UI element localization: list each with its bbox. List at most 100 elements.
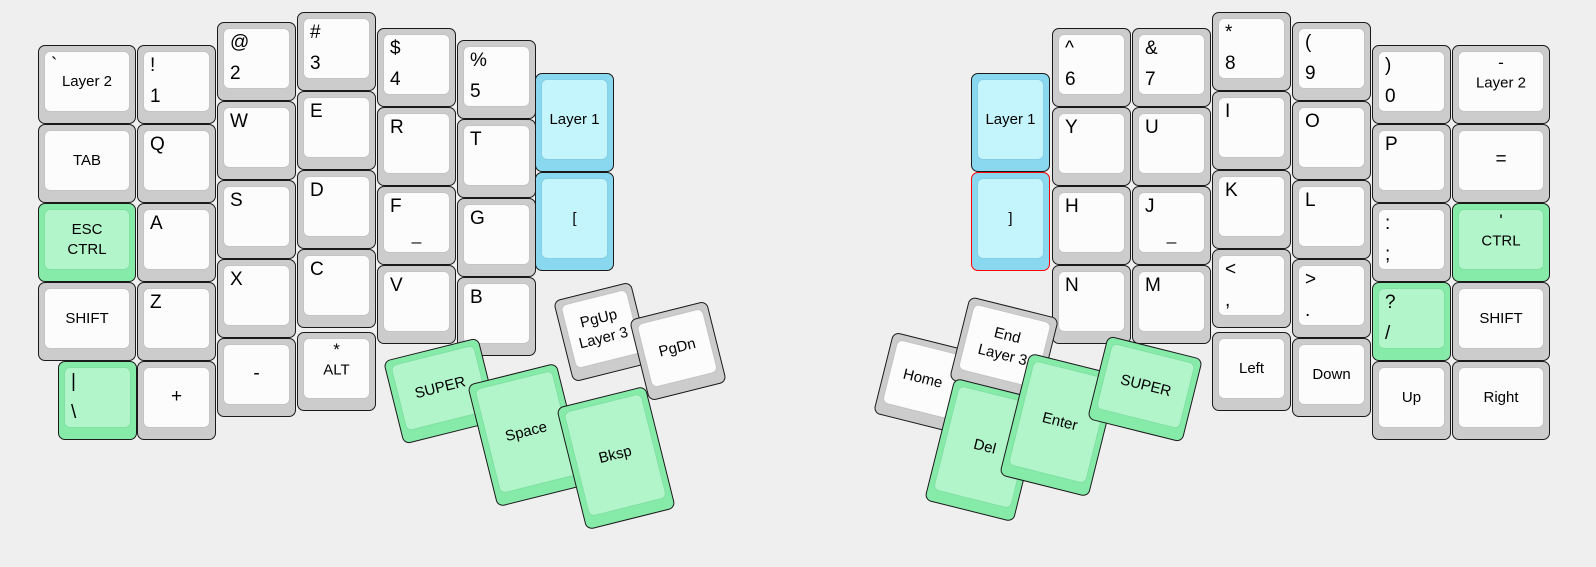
key-asterisk-alt[interactable]: *ALT	[297, 332, 376, 411]
key-5-percent[interactable]: %5	[457, 40, 536, 119]
key-2-at[interactable]: @2	[217, 22, 296, 101]
key-r[interactable]: R	[377, 107, 456, 186]
key-legend-bottom: 3	[310, 53, 321, 75]
key-4-dollar[interactable]: $4	[377, 28, 456, 107]
key-grave-layer2[interactable]: `Layer 2	[38, 45, 136, 124]
key-right[interactable]: Right	[1452, 361, 1550, 440]
keycap-surface: F_	[384, 193, 449, 252]
key-m[interactable]: M	[1132, 265, 1211, 344]
keycap-surface: |\	[65, 368, 130, 427]
key-shift-right[interactable]: SHIFT	[1452, 282, 1550, 361]
key-legend-top: >	[1305, 269, 1317, 290]
keycap-surface: Up	[1379, 368, 1444, 427]
key-a[interactable]: A	[137, 203, 216, 282]
keycap-surface: I	[1219, 98, 1284, 157]
key-f[interactable]: F_	[377, 186, 456, 265]
keycap-surface: Left	[1219, 339, 1284, 398]
keycap-surface: W	[224, 108, 289, 167]
key-q[interactable]: Q	[137, 124, 216, 203]
key-period-greater[interactable]: >.	[1292, 259, 1371, 338]
key-legend-top: L	[1305, 190, 1316, 211]
key-left[interactable]: Left	[1212, 332, 1291, 411]
key-g[interactable]: G	[457, 198, 536, 277]
key-legend-bottom: ,	[1225, 290, 1231, 312]
keycap-surface: )0	[1379, 52, 1444, 111]
key-v[interactable]: V	[377, 265, 456, 344]
key-0-paren[interactable]: )0	[1372, 45, 1451, 124]
key-equals[interactable]: =	[1452, 124, 1550, 203]
key-8-asterisk[interactable]: *8	[1212, 12, 1291, 91]
key-layer1-right[interactable]: Layer 1	[971, 73, 1050, 172]
key-k[interactable]: K	[1212, 170, 1291, 249]
key-comma-less[interactable]: <,	[1212, 249, 1291, 328]
key-7-ampersand[interactable]: &7	[1132, 28, 1211, 107]
key-legend-top: G	[470, 208, 485, 229]
key-legend-top: E	[310, 101, 323, 122]
key-tab[interactable]: TAB	[38, 124, 136, 203]
key-legend-center: Bksp	[596, 442, 634, 468]
key-3-hash[interactable]: #3	[297, 12, 376, 91]
key-legend-bottom: 0	[1385, 86, 1396, 108]
key-legend-center: Down	[1312, 365, 1351, 383]
key-legend-top: )	[1385, 55, 1392, 76]
keycap-surface: ESC CTRL	[45, 210, 129, 269]
key-minus-layer2[interactable]: -Layer 2	[1452, 45, 1550, 124]
key-legend-top: C	[310, 259, 324, 280]
key-legend-top: :	[1385, 213, 1391, 234]
key-legend-center: Layer 1	[549, 110, 600, 128]
key-o[interactable]: O	[1292, 101, 1371, 180]
key-down[interactable]: Down	[1292, 338, 1371, 417]
key-legend-center: Left	[1238, 359, 1265, 377]
key-t[interactable]: T	[457, 119, 536, 198]
keycap-surface: %5	[464, 47, 529, 106]
key-layer1-left[interactable]: Layer 1	[535, 73, 614, 172]
key-esc-ctrl[interactable]: ESC CTRL	[38, 203, 136, 282]
keycap-surface: P	[1379, 131, 1444, 190]
key-plus[interactable]: +	[137, 361, 216, 440]
keycap-surface: <,	[1219, 256, 1284, 315]
key-legend-top: !	[150, 55, 156, 76]
key-pipe-backslash[interactable]: |\	[58, 361, 137, 440]
keycap-surface: Down	[1299, 345, 1364, 404]
key-l[interactable]: L	[1292, 180, 1371, 259]
key-j[interactable]: J_	[1132, 186, 1211, 265]
key-legend-bottom: .	[1305, 300, 1311, 322]
key-9-paren[interactable]: (9	[1292, 22, 1371, 101]
key-i[interactable]: I	[1212, 91, 1291, 170]
key-e[interactable]: E	[297, 91, 376, 170]
key-legend-bottom: 9	[1305, 63, 1316, 85]
keycap-surface: -Layer 2	[1459, 52, 1543, 111]
key-legend-top: V	[390, 275, 403, 296]
key-u[interactable]: U	[1132, 107, 1211, 186]
key-legend-top: |	[71, 371, 76, 392]
key-quote-ctrl[interactable]: 'CTRL	[1452, 203, 1550, 282]
key-legend-center: Layer 1	[985, 110, 1036, 128]
key-pgdn[interactable]: PgDn	[629, 300, 727, 402]
key-x[interactable]: X	[217, 259, 296, 338]
key-n[interactable]: N	[1052, 265, 1131, 344]
key-c[interactable]: C	[297, 249, 376, 328]
keycap-surface: N	[1059, 272, 1124, 331]
key-z[interactable]: Z	[137, 282, 216, 361]
key-legend-top: J	[1145, 196, 1155, 217]
key-legend-top: I	[1225, 101, 1231, 122]
key-bracket-left[interactable]: [	[535, 172, 614, 271]
key-slash-question[interactable]: ?/	[1372, 282, 1451, 361]
key-legend-top: <	[1225, 259, 1237, 280]
key-1-exclaim[interactable]: !1	[137, 45, 216, 124]
key-w[interactable]: W	[217, 101, 296, 180]
key-h[interactable]: H	[1052, 186, 1131, 265]
key-minus[interactable]: -	[217, 338, 296, 417]
key-shift-left[interactable]: SHIFT	[38, 282, 136, 361]
key-6-caret[interactable]: ^6	[1052, 28, 1131, 107]
key-legend-top: *	[1225, 22, 1233, 43]
key-p[interactable]: P	[1372, 124, 1451, 203]
key-up[interactable]: Up	[1372, 361, 1451, 440]
key-bksp[interactable]: Bksp	[556, 385, 676, 531]
key-y[interactable]: Y	[1052, 107, 1131, 186]
key-legend-bottom: 2	[230, 63, 241, 85]
key-semicolon-colon[interactable]: :;	[1372, 203, 1451, 282]
key-s[interactable]: S	[217, 180, 296, 259]
key-d[interactable]: D	[297, 170, 376, 249]
key-bracket-right[interactable]: ]	[971, 172, 1050, 271]
